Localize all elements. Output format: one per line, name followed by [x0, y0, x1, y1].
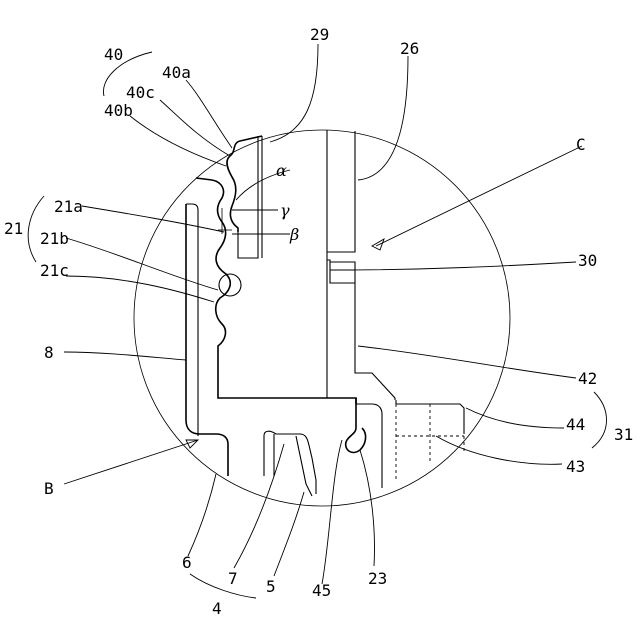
label-42: 42: [578, 369, 597, 388]
label-beta: β: [289, 225, 299, 244]
detail-circle: [134, 130, 510, 506]
label-29: 29: [310, 25, 329, 44]
label-6: 6: [182, 553, 192, 572]
label-40: 40: [104, 45, 123, 64]
label-31: 31: [614, 425, 633, 444]
component-26: [327, 130, 395, 400]
reference-labels: 40 40a 40c 40b 29 26 C 21 21a 21b 21c 8 …: [4, 25, 633, 618]
label-23: 23: [368, 569, 387, 588]
component-40: [227, 136, 262, 258]
label-45: 45: [312, 581, 331, 600]
label-44: 44: [566, 415, 585, 434]
label-21b: 21b: [40, 229, 69, 248]
label-B: B: [44, 479, 54, 498]
label-alpha: α: [276, 161, 287, 180]
label-40a: 40a: [162, 63, 191, 82]
label-21: 21: [4, 219, 23, 238]
label-8: 8: [44, 343, 54, 362]
label-40c: 40c: [126, 83, 155, 102]
label-40b: 40b: [104, 101, 133, 120]
label-gamma: γ: [280, 201, 290, 220]
leader-lines: [28, 44, 606, 598]
label-5: 5: [266, 577, 276, 596]
label-43: 43: [566, 457, 585, 476]
label-21c: 21c: [40, 261, 69, 280]
label-30: 30: [578, 251, 597, 270]
label-26: 26: [400, 39, 419, 58]
label-4: 4: [212, 599, 222, 618]
label-C: C: [576, 135, 586, 154]
component-bottom: [264, 398, 464, 496]
label-21a: 21a: [54, 197, 83, 216]
label-7: 7: [228, 569, 238, 588]
